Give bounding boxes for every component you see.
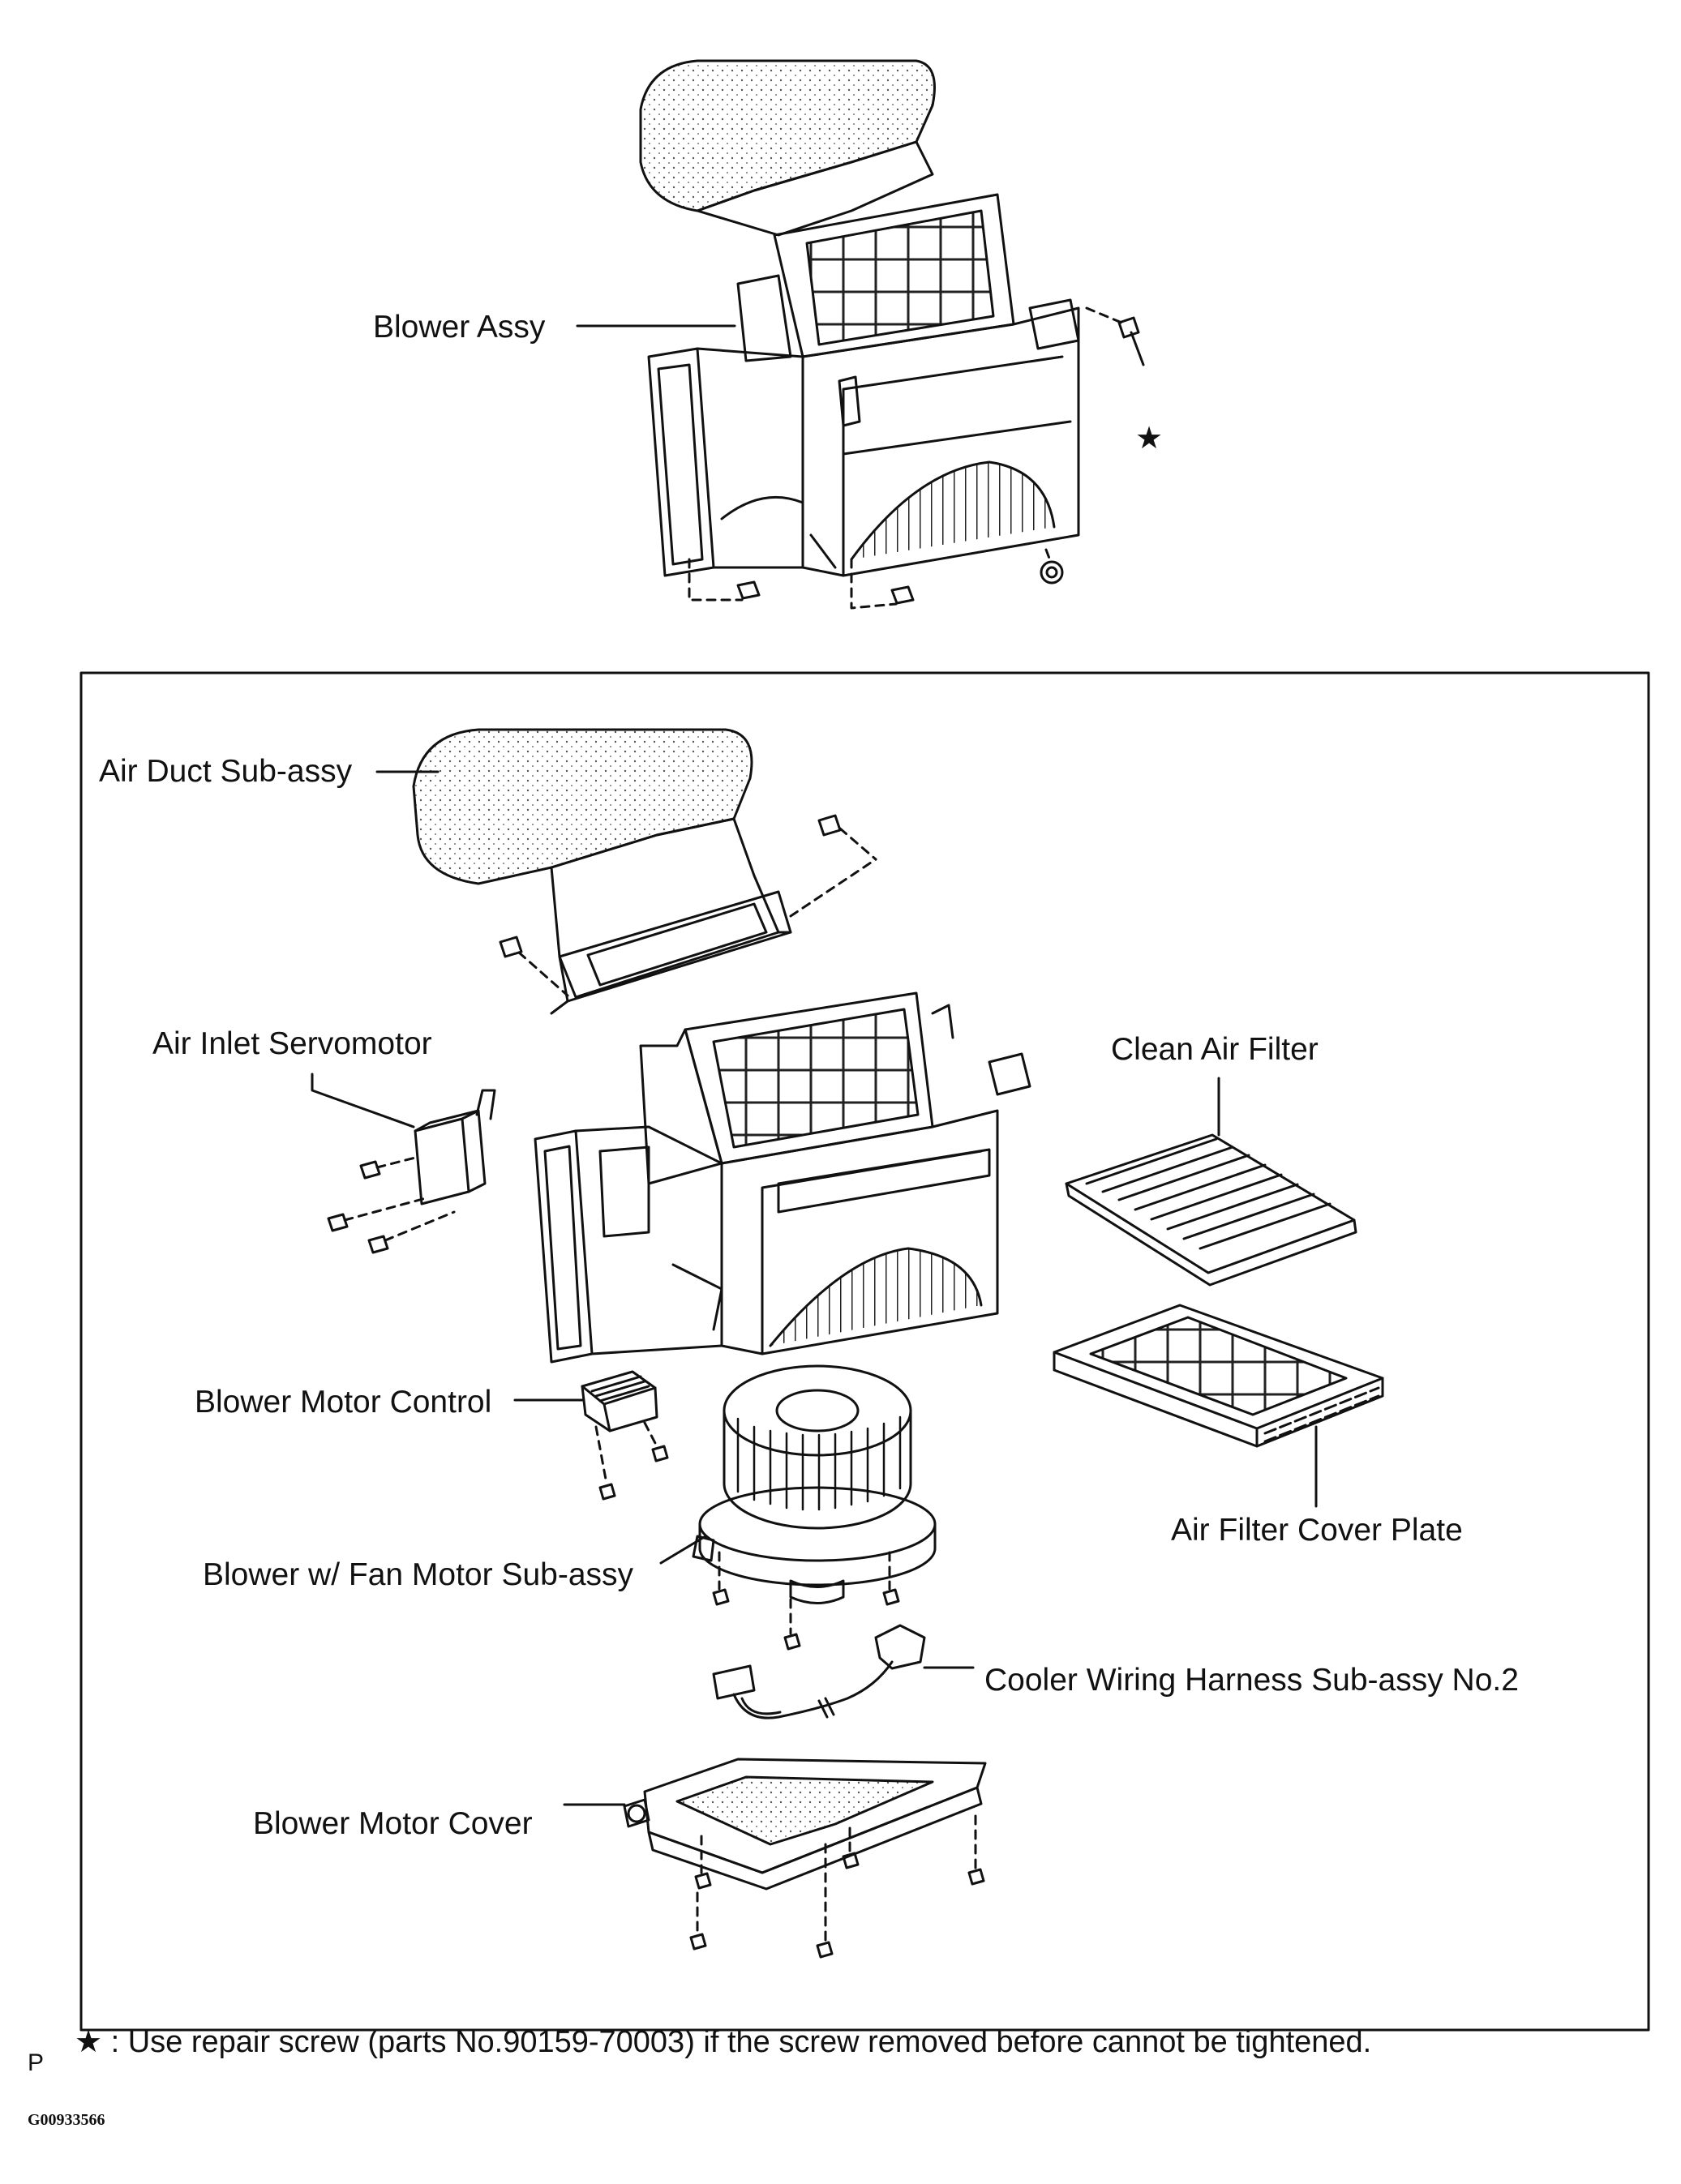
- heater-housing-illustration: [534, 991, 1031, 1364]
- label-air-duct-sub-assy: Air Duct Sub-assy: [99, 754, 353, 789]
- label-blower-assy: Blower Assy: [373, 310, 546, 345]
- air-filter-cover-illustration: [1053, 1304, 1384, 1448]
- label-blower-motor-cover: Blower Motor Cover: [253, 1806, 533, 1841]
- blower-motor-cover-screws: [689, 1814, 985, 1959]
- corner-mark: P: [28, 2049, 45, 2076]
- servomotor-illustration: [327, 1089, 496, 1254]
- air-duct-illustration: [412, 728, 792, 1015]
- label-air-filter-cover-plate: Air Filter Cover Plate: [1171, 1513, 1463, 1548]
- blower-motor-control-illustration: [581, 1370, 669, 1501]
- blower-fan-motor-illustration: [692, 1364, 937, 1651]
- figure-code: G00933566: [28, 2111, 105, 2129]
- label-clean-air-filter: Clean Air Filter: [1111, 1032, 1319, 1067]
- label-air-inlet-servomotor: Air Inlet Servomotor: [152, 1026, 432, 1061]
- blower-assy-illustration: [639, 59, 1145, 610]
- label-blower-motor-control: Blower Motor Control: [195, 1385, 492, 1420]
- blower-motor-cover-illustration: [623, 1758, 987, 1891]
- label-cooler-wiring-harness: Cooler Wiring Harness Sub-assy No.2: [984, 1663, 1519, 1698]
- air-duct-screws: [499, 814, 877, 997]
- leader-blower-fan-motor: [659, 1535, 707, 1565]
- repair-screw-note: ★ : Use repair screw (parts No.90159-700…: [75, 2025, 1372, 2059]
- label-blower-fan-motor-sub-assy: Blower w/ Fan Motor Sub-assy: [203, 1557, 634, 1592]
- star-marker: ★: [1135, 422, 1164, 456]
- wiring-harness-illustration: [712, 1624, 926, 1719]
- leader-servomotor: [311, 1073, 415, 1128]
- clean-air-filter-illustration: [1065, 1133, 1357, 1287]
- detail-frame: [79, 671, 1650, 2032]
